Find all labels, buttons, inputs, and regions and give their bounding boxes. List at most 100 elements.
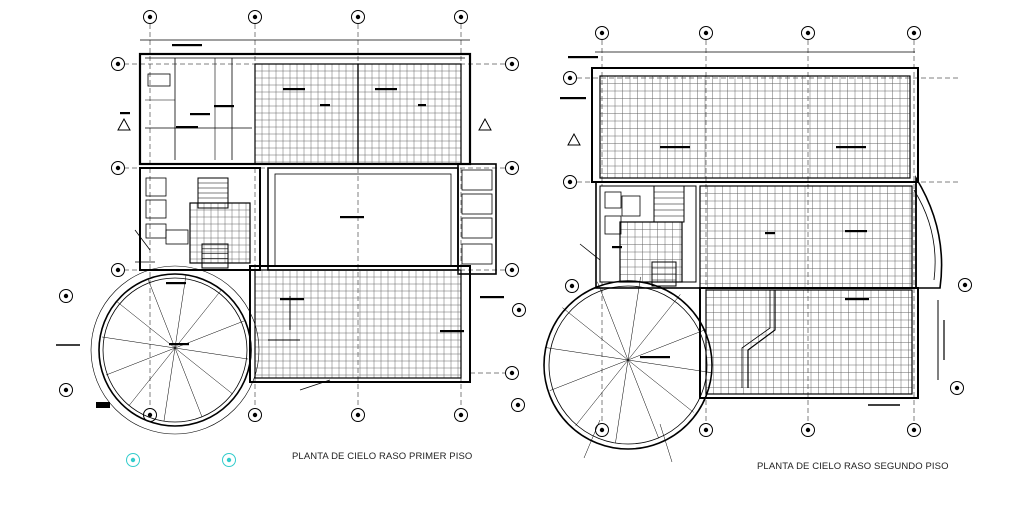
- axis-bubble-left: [563, 71, 577, 85]
- label-bar: [280, 298, 304, 301]
- label-bar: [375, 88, 397, 91]
- frame-upper: [138, 52, 472, 166]
- axis-bubble-bottom: [454, 408, 468, 422]
- axis-bubble-top: [699, 26, 713, 40]
- frame-upper: [591, 67, 919, 183]
- dome-ring: [90, 265, 260, 435]
- axis-bubble-left: [563, 175, 577, 189]
- washroom: [461, 217, 493, 239]
- axis-bubble-right: [505, 263, 519, 277]
- axis-bubble-right: [950, 381, 964, 395]
- axis-bubble-left: [511, 398, 525, 412]
- dome-inner: [548, 285, 708, 445]
- label-bar: [845, 298, 869, 301]
- washroom: [145, 177, 167, 197]
- ceiling-grid: [705, 289, 913, 395]
- washroom: [604, 191, 622, 209]
- axis-bubble-left: [512, 303, 526, 317]
- axis-bubble-right: [505, 57, 519, 71]
- axis-bubble-bottom: [699, 423, 713, 437]
- axis-bubble-left: [565, 279, 579, 293]
- label-bar: [612, 246, 622, 249]
- ceiling-grid: [599, 75, 911, 179]
- stair: [651, 261, 677, 287]
- dome-outer: [98, 273, 252, 427]
- axis-bubble-bottom: [351, 408, 365, 422]
- frame-lower: [699, 287, 919, 399]
- plan-primer-piso: [56, 10, 519, 467]
- axis-bubble-top: [351, 10, 365, 24]
- service-block: [457, 163, 497, 275]
- dome-center-mark: [640, 356, 670, 359]
- axis-bubble-bottom: [595, 423, 609, 437]
- balcony-curve: [915, 175, 943, 289]
- dome-inner: [102, 277, 248, 423]
- axis-bubble-top: [801, 26, 815, 40]
- axis-bubble-left: [59, 289, 73, 303]
- axis-bubble-right: [958, 278, 972, 292]
- axis-bubble-bottom: [222, 453, 236, 467]
- ramp: [747, 290, 776, 388]
- level-marker: [478, 117, 492, 131]
- washroom: [461, 193, 493, 215]
- dome-outer: [543, 280, 713, 450]
- ceiling-grid: [699, 185, 913, 289]
- dome-ribs: [544, 276, 712, 444]
- ceiling-grid: [619, 221, 683, 283]
- label-bar: [190, 113, 210, 116]
- stair: [197, 177, 229, 209]
- axis-bubble-top: [248, 10, 262, 24]
- axis-bubble-left: [59, 383, 73, 397]
- washroom: [165, 229, 189, 245]
- equipment-mark: [96, 402, 110, 408]
- label-bar: [440, 330, 464, 333]
- axis-bubble-top: [454, 10, 468, 24]
- plan-title-segundo-piso: PLANTA DE CIELO RASO SEGUNDO PISO: [757, 461, 949, 472]
- axis-bubble-bottom: [801, 423, 815, 437]
- axis-bubble-right: [505, 366, 519, 380]
- washroom: [461, 243, 493, 265]
- washroom: [145, 199, 167, 219]
- level-marker: [117, 117, 131, 131]
- axis-bubble-left: [111, 57, 125, 71]
- axis-bubble-bottom: [126, 453, 140, 467]
- washroom: [461, 169, 493, 191]
- axis-bubble-left: [111, 263, 125, 277]
- label-bar: [214, 105, 234, 108]
- label-bar: [480, 296, 504, 299]
- dome-center-mark: [169, 343, 189, 346]
- washroom: [145, 223, 167, 239]
- level-marker: [567, 132, 581, 146]
- label-bar: [660, 146, 690, 149]
- courtyard: [267, 167, 459, 271]
- balcony-rail: [913, 189, 936, 281]
- axis-bubble-top: [595, 26, 609, 40]
- dome-ribs: [101, 274, 249, 422]
- label-bar: [176, 126, 198, 129]
- label-bar: [320, 104, 330, 107]
- axis-bubble-left: [111, 161, 125, 175]
- plan-title-primer-piso: PLANTA DE CIELO RASO PRIMER PISO: [292, 451, 473, 462]
- ceiling-grid: [189, 202, 251, 264]
- label-bar: [340, 216, 364, 219]
- washroom: [604, 215, 622, 235]
- ceiling-grid: [357, 63, 462, 165]
- label-bar: [845, 230, 867, 233]
- plan-segundo-piso: [511, 26, 972, 463]
- axis-bubble-top: [907, 26, 921, 40]
- label-bar: [836, 146, 866, 149]
- label-bar: [560, 97, 586, 100]
- axis-bubble-bottom: [248, 408, 262, 422]
- stair: [653, 185, 685, 223]
- label-bar: [765, 232, 775, 235]
- ceiling-grid: [254, 269, 462, 379]
- label-bar: [120, 112, 130, 115]
- toilet-fixture: [147, 73, 171, 87]
- axis-bubble-right: [505, 161, 519, 175]
- frame-lower: [249, 265, 471, 383]
- dimension-text: [568, 56, 598, 59]
- axis-bubble-bottom: [907, 423, 921, 437]
- label-bar: [418, 104, 426, 107]
- ceiling-grid: [254, 63, 359, 165]
- label-bar: [283, 88, 305, 91]
